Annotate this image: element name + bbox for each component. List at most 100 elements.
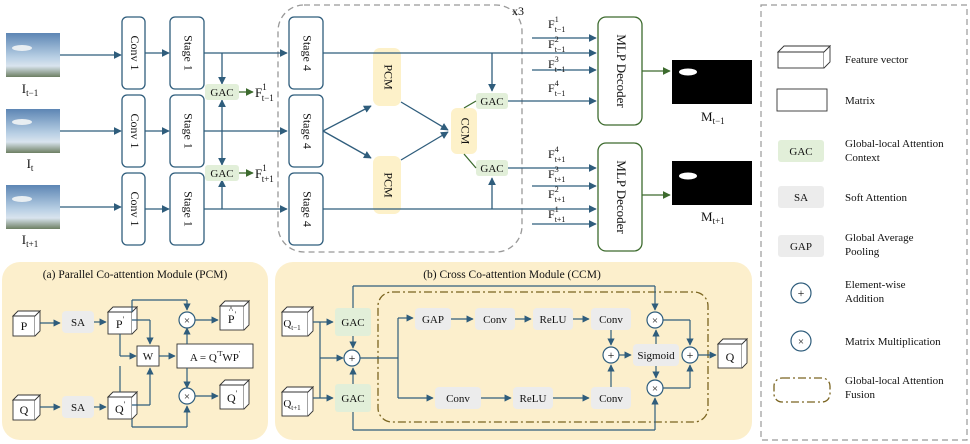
ccm-add-merge: + [602,346,620,364]
svg-text:GAC: GAC [480,96,503,108]
svg-text:PCM: PCM [381,64,395,90]
svg-text:Q: Q [726,350,735,364]
legend-cube-icon [776,44,832,69]
stage4-prev: Stage 4 [288,16,324,90]
q-out-cube: Q [716,337,749,369]
svg-text:×: × [798,336,804,348]
svg-text:A = Q'TWP': A = Q'TWP' [190,350,240,364]
legend-rect-icon [776,88,828,112]
pcm-panel-title: (a) Parallel Co-attention Module (PCM) [43,269,228,281]
ccm-relu-bottom: ReLU [513,387,553,409]
svg-text:+: + [349,351,356,365]
frame-image-next [6,185,60,229]
legend-label-gap: Global Average Pooling [845,232,914,258]
svg-text:Stage 4: Stage 4 [300,113,314,149]
legend-label-fusion: Global-local Attention Fusion [845,375,944,401]
svg-text:Conv 1: Conv 1 [128,113,142,148]
svg-text:GAP: GAP [422,314,444,326]
ccm-gac-bottom: GAC [335,384,371,412]
p-hat-cube: P' ^ [218,299,251,331]
svg-text:×: × [652,315,658,327]
pcm-bottom: PCM [373,156,401,214]
gac-right-bottom: GAC [476,160,508,176]
svg-text:PCM: PCM [381,172,395,198]
pcm-top: PCM [373,48,401,106]
svg-text:GAC: GAC [341,317,364,329]
fusion-region [377,291,709,423]
gac-next: GAC [205,165,239,181]
svg-text:Conv: Conv [446,393,470,405]
p-cube: P [11,309,42,337]
svg-text:×: × [184,315,190,327]
legend-gac-icon: GAC [778,140,824,162]
mask-output-prev [672,60,752,104]
svg-text:P': P' [228,310,237,326]
svg-text:Sigmoid: Sigmoid [637,350,675,362]
svg-text:Conv: Conv [599,314,623,326]
legend-label-addition: Element-wise Addition [845,279,906,305]
legend-label-feature-vector: Feature vector [845,54,909,66]
frame-label-curr: It [27,156,34,173]
stage1-curr: Stage 1 [169,94,205,168]
svg-text:Stage 1: Stage 1 [181,35,195,71]
mult-circle-bottom: × [178,387,196,405]
legend-plus-icon: + [790,282,812,304]
svg-text:W: W [143,351,154,363]
stage4-next: Stage 4 [288,172,324,246]
legend-label-sa: Soft Attention [845,192,908,204]
mask-label-next: Mt+1 [701,209,725,226]
frame-label-prev: It−1 [22,81,38,98]
stage1-next: Stage 1 [169,172,205,246]
sa-top: SA [62,311,94,333]
affinity-formula: A = Q'TWP' [176,343,254,369]
ccm-conv-top-1: Conv [475,308,515,330]
mlp-decoder-prev: MLP Decoder [597,16,643,126]
ccm-add-left: + [343,349,361,367]
legend-times-icon: × [790,330,812,352]
repeat-label: x3 [512,4,524,18]
q-cube: Q [11,393,42,421]
ccm-mult-top: × [646,311,664,329]
svg-text:Conv 1: Conv 1 [128,35,142,70]
svg-text:CCM: CCM [458,118,472,145]
svg-text:Q': Q' [227,389,238,405]
legend-label-gac: Global-local Attention Context [845,138,944,164]
ccm-conv-bottom-1: Conv [435,387,481,409]
ccm-gap: GAP [415,308,451,330]
repeat-region [277,4,523,253]
svg-text:Conv: Conv [483,314,507,326]
frame-image-curr [6,109,60,153]
svg-text:P: P [21,319,28,333]
ccm-conv-top-2: Conv [591,308,631,330]
legend-label-multiplication: Matrix Multiplication [845,336,941,348]
pcm-panel: (a) Parallel Co-attention Module (PCM) P… [2,262,268,440]
svg-text:Q': Q' [115,400,126,416]
ccm-panel: (b) Cross Co-attention Module (CCM) Qt−1… [275,262,752,440]
legend-label-matrix: Matrix [845,95,875,107]
gac-right-top: GAC [476,93,508,109]
ccm-relu-top: ReLU [533,308,573,330]
ccm-panel-title: (b) Cross Co-attention Module (CCM) [423,269,601,281]
ccm-gac-top: GAC [335,308,371,336]
ccm-sigmoid: Sigmoid [633,344,679,366]
stage4-curr: Stage 4 [288,94,324,168]
legend-fusion-icon [773,377,831,403]
svg-text:Stage 4: Stage 4 [300,35,314,71]
svg-text:+: + [798,286,805,300]
svg-text:+: + [608,348,615,362]
svg-text:GAC: GAC [210,168,233,180]
mask-output-next [672,161,752,205]
svg-text:MLP Decoder: MLP Decoder [614,34,629,108]
svg-text:Conv: Conv [599,393,623,405]
conv1-curr: Conv 1 [121,94,146,168]
svg-text:GAP: GAP [790,241,812,253]
